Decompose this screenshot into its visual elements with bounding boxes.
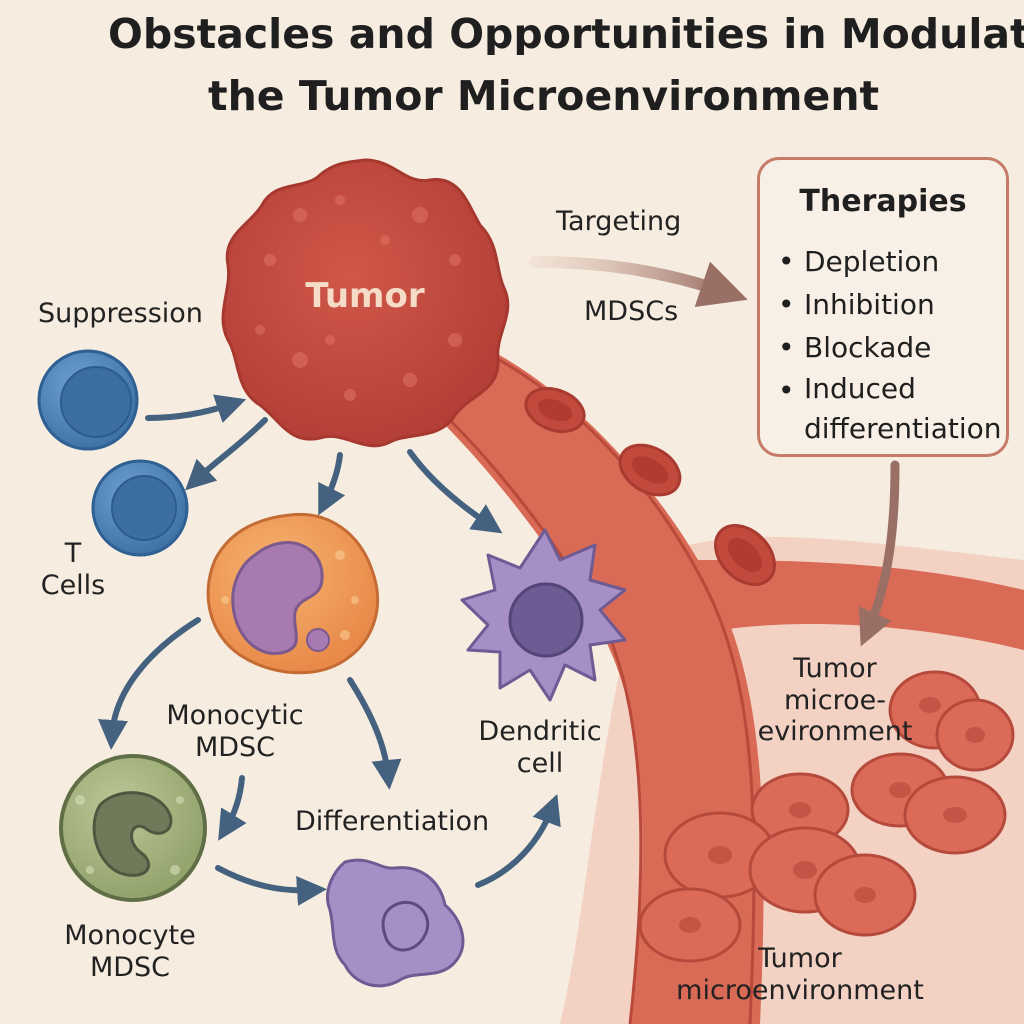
- monocyte-mdsc-cell: [59, 754, 207, 902]
- therapies-list: Depletion Inhibition Blockade Induced di…: [774, 240, 1002, 449]
- monocytic-mdsc-cell: [206, 512, 380, 675]
- differentiating-cell: [326, 858, 465, 988]
- tumor-texture: [255, 195, 462, 401]
- therapy-item-depletion: Depletion: [774, 240, 1002, 283]
- monocyte-mdsc-label: Monocyte MDSC: [64, 920, 196, 983]
- title-line-1: Obstacles and Opportunities in Modulatin: [108, 14, 1024, 55]
- tme-lower-label: Tumor microenvironment: [676, 943, 924, 1006]
- targeting-label: Targeting: [556, 206, 682, 237]
- tumor-label: Tumor: [305, 276, 425, 316]
- t-cells-label: T Cells: [40, 538, 106, 601]
- therapy-item-inhibition: Inhibition: [774, 283, 1002, 326]
- therapy-to-tme-arrow: [858, 460, 900, 647]
- tme-cell-nuclei: [679, 697, 985, 933]
- therapies-box: Therapies Depletion Inhibition Blockade …: [757, 157, 1009, 457]
- therapy-item-blockade: Blockade: [774, 326, 1002, 369]
- differentiation-label: Differentiation: [295, 806, 490, 837]
- targeting-arrow: [529, 256, 748, 308]
- t-cell-upper: [37, 349, 139, 451]
- dendritic-cell: [460, 528, 627, 702]
- suppression-label: Suppression: [38, 298, 203, 329]
- pathway-arrows: [98, 394, 561, 906]
- therapy-item-induced-differentiation: Induced differentiation: [774, 369, 1002, 449]
- monocytic-mdsc-label: Monocytic MDSC: [166, 700, 304, 763]
- mdscs-label: MDSCs: [584, 296, 679, 327]
- dendritic-cell-label: Dendritic cell: [478, 716, 602, 779]
- tumor-cell: [221, 158, 510, 448]
- tme-cells: [638, 670, 1015, 963]
- red-blood-cells: [524, 387, 776, 586]
- title-line-2: the Tumor Microenvironment: [208, 76, 880, 117]
- tme-upper-label: Tumor microe- evironment: [757, 653, 913, 748]
- blood-vessel-branch: [690, 560, 1024, 650]
- therapies-title: Therapies: [799, 184, 967, 219]
- t-cell-lower: [91, 459, 189, 557]
